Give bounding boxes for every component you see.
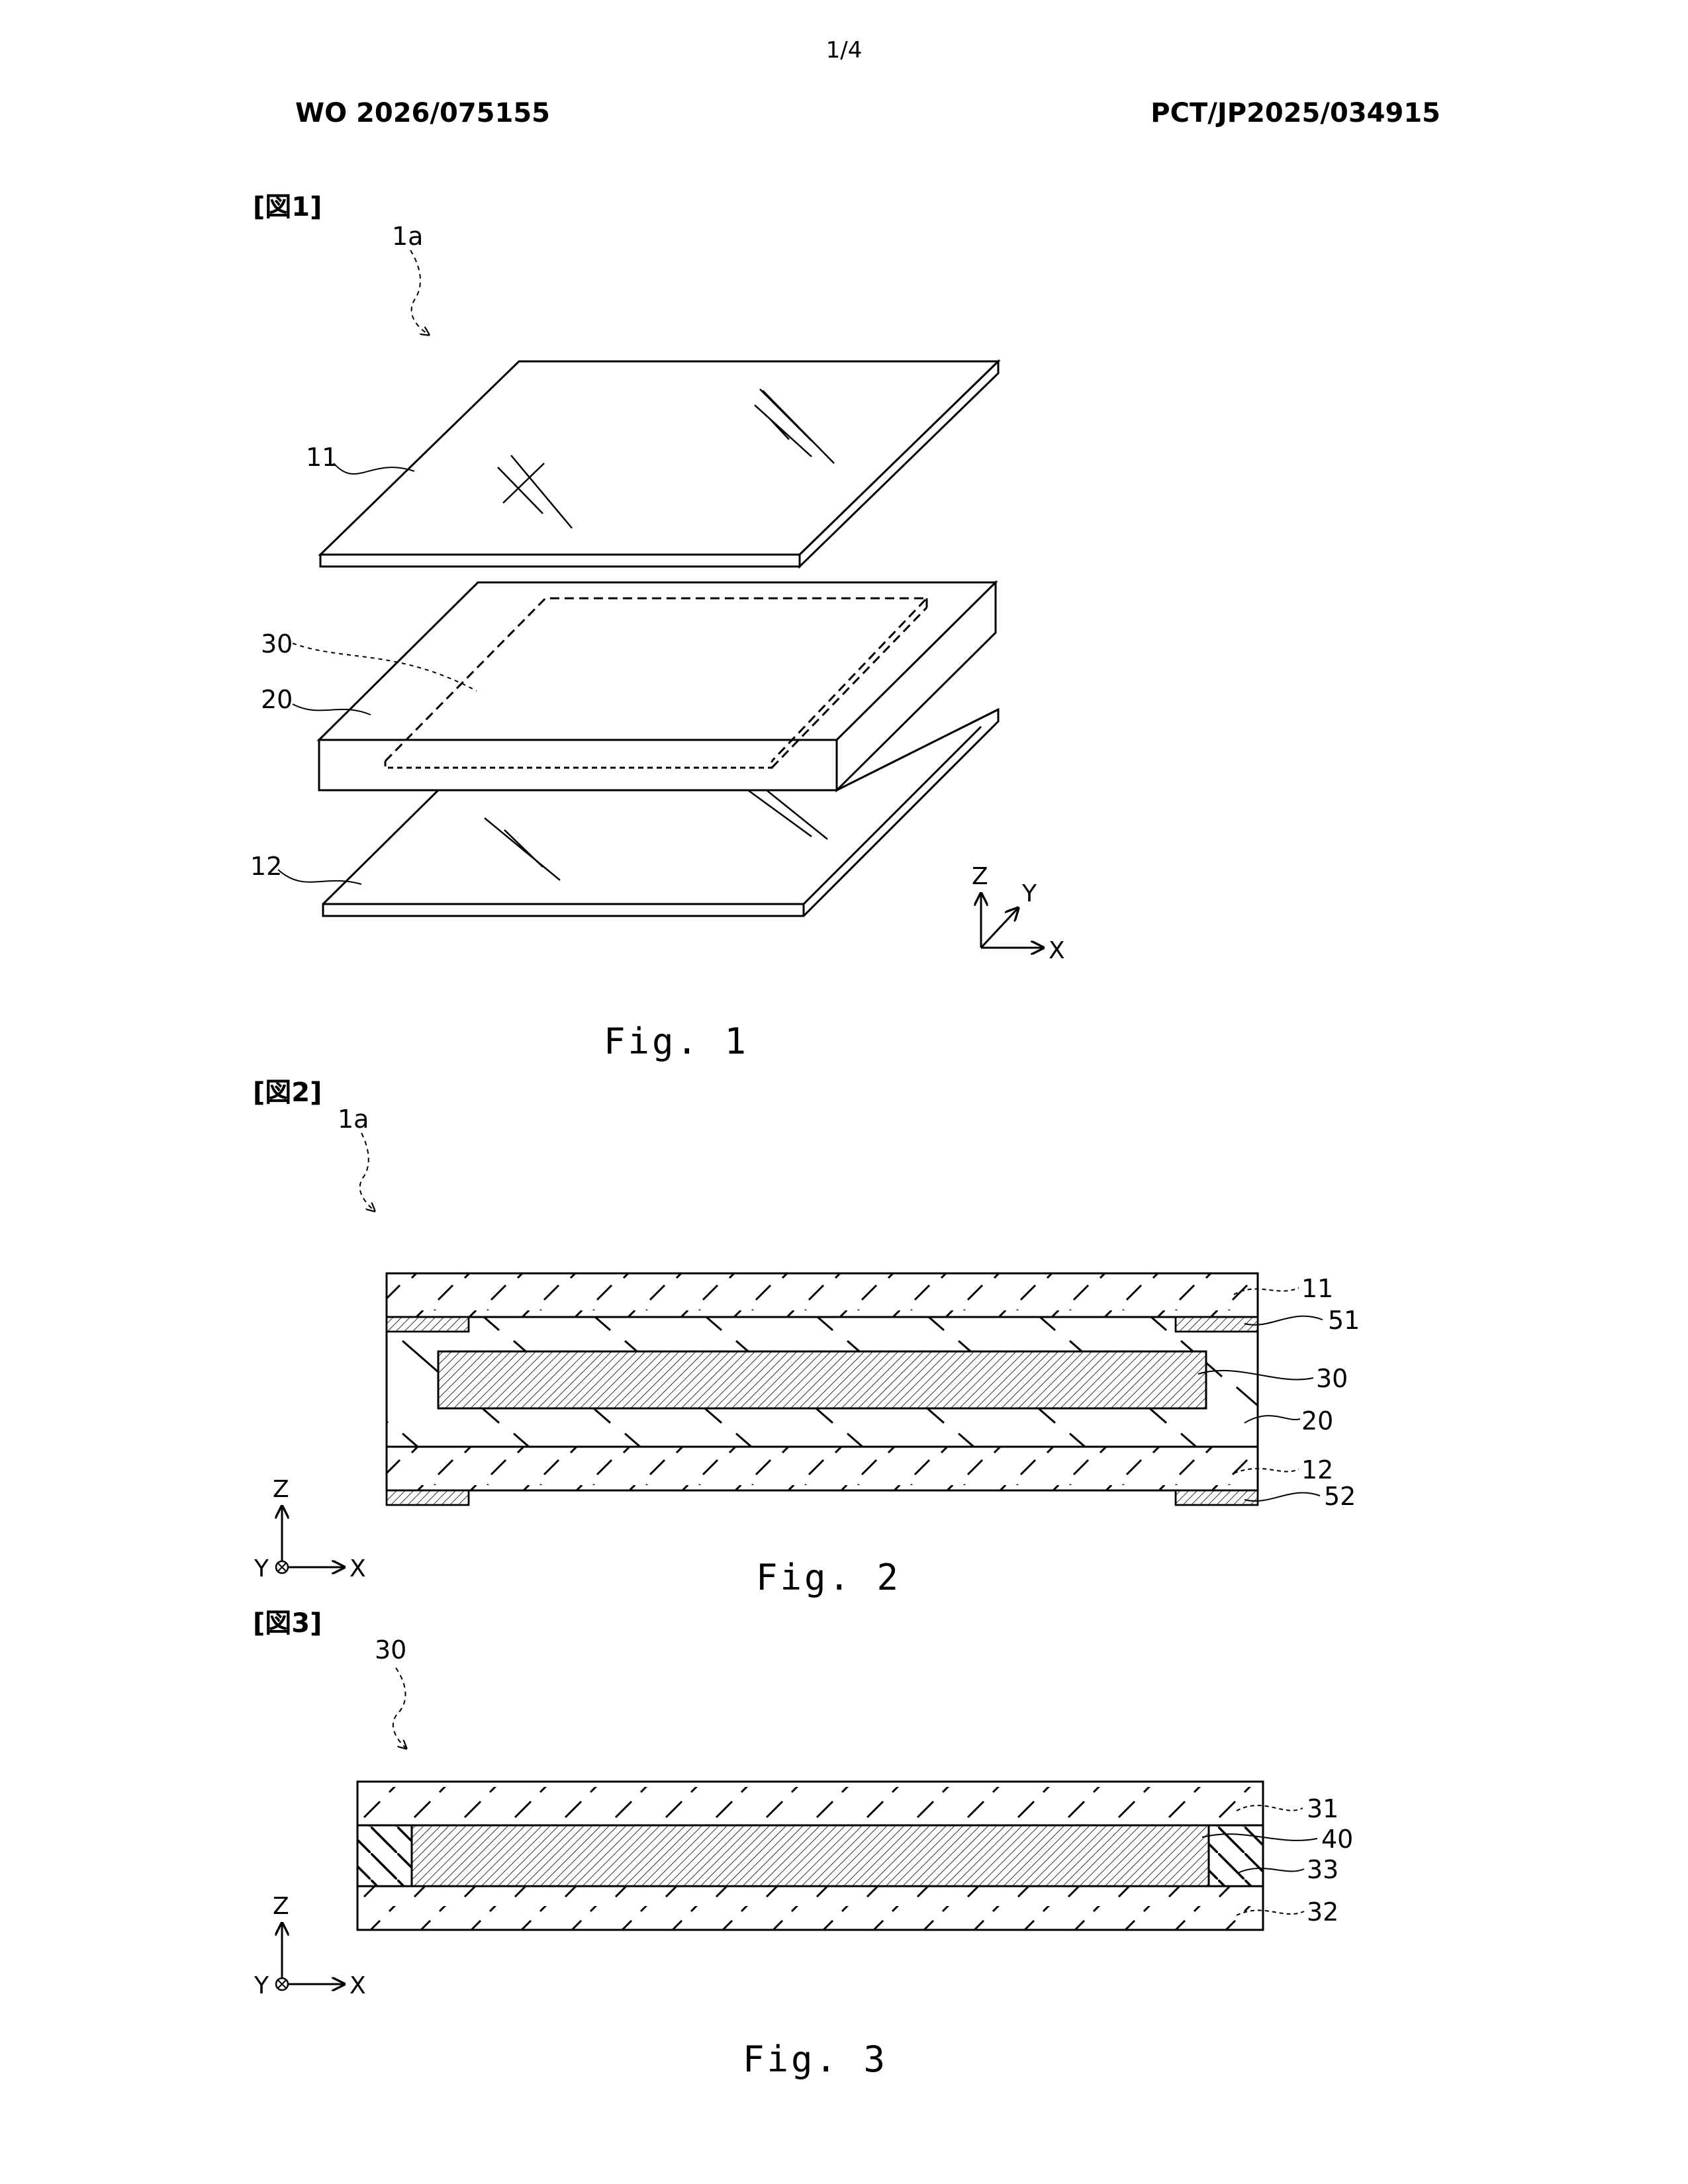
- ref-40-fig3: 40: [1321, 1825, 1353, 1854]
- ref-33-fig3: 33: [1307, 1855, 1338, 1884]
- sealant-left: [357, 1825, 412, 1886]
- ref-11-fig1: 11: [306, 443, 338, 472]
- axis-x-fig2: X: [350, 1555, 366, 1582]
- leader-30-fig3: [393, 1668, 406, 1749]
- ref-52-fig2: 52: [1324, 1482, 1356, 1511]
- axes-fig1: Z Y X: [972, 863, 1065, 964]
- leader-1a-fig1: [410, 250, 429, 335]
- ref-12-fig1: 12: [250, 852, 282, 881]
- axis-z-fig3: Z: [273, 1893, 289, 1920]
- ref-11-fig2: 11: [1301, 1274, 1333, 1303]
- ref-20-fig2: 20: [1301, 1406, 1333, 1435]
- ref-31-fig3: 31: [1307, 1794, 1338, 1823]
- axes-fig2: Z Y X: [254, 1476, 366, 1582]
- ref-32-fig3: 32: [1307, 1897, 1338, 1927]
- figure-1-drawing: 1a 11 30: [250, 222, 1065, 964]
- element-top-sheet: [357, 1782, 1263, 1825]
- ref-30-fig3: 30: [375, 1635, 406, 1664]
- section-top-glass: [387, 1273, 1258, 1317]
- ref-51-fig2: 51: [1328, 1306, 1360, 1335]
- top-glass-plate: [320, 361, 998, 567]
- section-bottom-glass: [387, 1447, 1258, 1490]
- leader-1a-fig2: [360, 1133, 375, 1211]
- axes-fig3: Z Y X: [254, 1893, 366, 1999]
- axis-x-fig1: X: [1049, 937, 1065, 964]
- axis-y-fig2: Y: [254, 1555, 269, 1582]
- axis-z-fig2: Z: [273, 1476, 289, 1503]
- axis-y-fig3: Y: [254, 1972, 269, 1999]
- axis-x-fig3: X: [350, 1972, 366, 1999]
- ref-1a-fig2: 1a: [338, 1105, 369, 1134]
- ref-20-fig1: 20: [261, 685, 293, 714]
- element-bottom-sheet: [357, 1886, 1263, 1930]
- axis-y-fig1: Y: [1021, 880, 1037, 907]
- ref-12-fig2: 12: [1301, 1455, 1333, 1484]
- figure-2-drawing: 1a 11 51 30 20 12: [254, 1105, 1360, 1582]
- ref-30-fig2: 30: [1316, 1364, 1348, 1393]
- axis-z-fig1: Z: [972, 863, 988, 890]
- interlayer-slab: [319, 582, 996, 790]
- ref-30-fig1: 30: [261, 629, 293, 659]
- ref-1a-fig1: 1a: [392, 222, 423, 251]
- figure-3-drawing: 30 31 40 33 32 Z Y X: [254, 1635, 1353, 1999]
